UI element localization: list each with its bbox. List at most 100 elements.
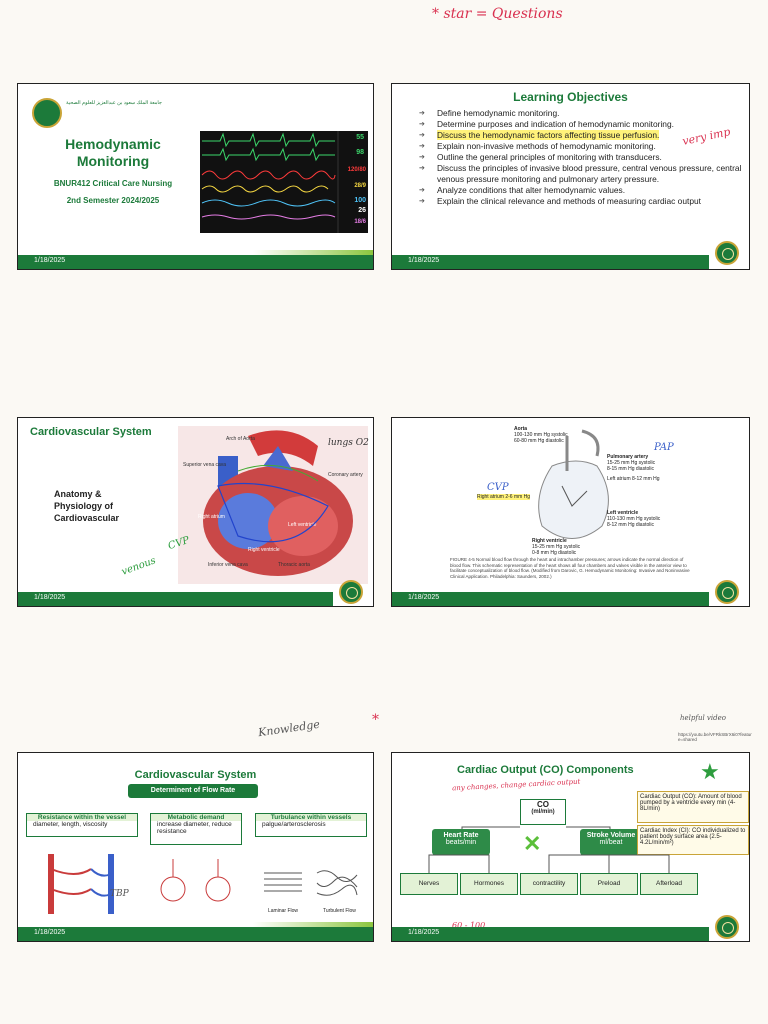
co-label: CO <box>537 800 549 809</box>
laminar-flow-label: Laminar Flow <box>268 908 299 914</box>
turbulent-flow-label: Turbulent Flow <box>323 908 356 914</box>
heart-anatomy-diagram: Arch of Aorta Superior vena cava Coronar… <box>178 426 368 584</box>
slide-footer: 1/18/2025 <box>18 592 333 606</box>
co-box: CO (ml/min) <box>520 799 566 825</box>
pulmonary-artery-label: Pulmonary artery 15-25 mm Hg systolic 8-… <box>607 454 656 472</box>
cvp-note: CVP <box>487 482 509 493</box>
monitor-value-pap: 28/9 <box>354 183 366 189</box>
monitor-waveforms <box>201 131 339 233</box>
svg-text:Right ventricle: Right ventricle <box>248 547 280 553</box>
university-name: جامعة الملك سعود بن عبدالعزيز للعلوم الص… <box>66 100 162 106</box>
svg-text:Coronary artery: Coronary artery <box>328 472 363 478</box>
objective-item: Define hemodynamic monitoring. <box>419 108 745 119</box>
factor-preload: Preload <box>580 873 638 895</box>
slide-title: Cardiovascular System <box>134 769 257 781</box>
slide-footer: 1/18/2025 <box>392 927 709 941</box>
slide-title: جامعة الملك سعود بن عبدالعزيز للعلوم الص… <box>17 83 374 270</box>
figure-caption: FIGURE 4-5 Normal blood flow through the… <box>450 557 690 579</box>
slide-date: 1/18/2025 <box>408 929 440 936</box>
factor-hormones: Hormones <box>460 873 518 895</box>
slide-heart-pressures: Aorta 100-130 mm Hg systolic 60-80 mm Hg… <box>391 417 750 607</box>
semester: 2nd Semester 2024/2025 <box>66 196 160 205</box>
slide-date: 1/18/2025 <box>408 594 440 601</box>
slide-date: 1/18/2025 <box>34 594 66 601</box>
mid-star-note: * <box>372 712 379 728</box>
stroke-volume-box: Stroke Volume ml/beat <box>580 829 642 855</box>
course-name: BNUR412 Critical Care Nursing <box>53 179 173 188</box>
resistance-column: Resistance within the vessel diameter, l… <box>26 813 138 837</box>
slide-footer: 1/18/2025 <box>18 250 373 269</box>
svg-text:Superior vena cava: Superior vena cava <box>183 462 226 468</box>
metabolic-column: Metabolic demand increase diameter, redu… <box>150 813 242 845</box>
slide-cardiovascular-anatomy: Cardiovascular System Anatomy & Physiolo… <box>17 417 374 607</box>
slide-flow-rate: Cardiovascular System Determinent of Flo… <box>17 752 374 942</box>
monitor-value-etco2: 26 <box>358 207 366 214</box>
hr-values-note: 60 - 100 <box>452 921 486 930</box>
knowledge-note: Knowledge <box>257 717 321 740</box>
university-logo <box>32 98 62 128</box>
monitor-value-hr: 55 <box>356 134 364 141</box>
monitor-value-abp: 120/80 <box>347 167 366 173</box>
objective-highlight: Discuss the hemodynamic factors affectin… <box>437 130 660 140</box>
university-seal <box>715 241 739 265</box>
university-seal <box>715 580 739 604</box>
column-item: increase diameter, reduce resistance <box>157 821 232 835</box>
slide-title-line2: Monitoring <box>76 153 150 169</box>
slide-date: 1/18/2025 <box>408 257 440 264</box>
monitor-value-cvp: 18/6 <box>354 219 366 225</box>
factor-afterload: Afterload <box>640 873 698 895</box>
monitor-value-spo2: 98 <box>356 149 364 156</box>
monitor-value-spo2-2: 100 <box>354 197 366 204</box>
svg-text:Right atrium: Right atrium <box>198 514 225 520</box>
aorta-label: Aorta 100-130 mm Hg systolic 60-80 mm Hg… <box>514 426 568 444</box>
connector-lines <box>428 826 670 873</box>
objective-item: Explain the clinical relevance and metho… <box>419 196 745 207</box>
star-questions-note: * star = Questions <box>432 6 563 22</box>
slide-learning-objectives: Learning Objectives Define hemodynamic m… <box>391 83 750 270</box>
slide-title: Cardiac Output (CO) Components <box>457 764 634 776</box>
co-unit: (ml/min) <box>531 809 555 815</box>
def-cardiac-output: Cardiac Output (CO): Amount of blood pum… <box>637 791 749 823</box>
venous-note: venous <box>120 555 158 578</box>
lungs-note: lungs O2 <box>328 438 369 448</box>
right-atrium-label: Right atrium 2-6 mm Hg <box>477 494 531 500</box>
column-heading: Metabolic demand <box>151 814 241 821</box>
def-cardiac-index: Cardiac Index (CI): CO individualized to… <box>637 825 749 855</box>
university-seal <box>715 915 739 939</box>
svg-text:Thoracic aorta: Thoracic aorta <box>278 562 310 568</box>
objectives-list: Define hemodynamic monitoring. Determine… <box>419 108 745 207</box>
objective-item: Outline the general principles of monito… <box>419 152 745 163</box>
slide-footer: 1/18/2025 <box>18 922 373 941</box>
right-ventricle-label: Right ventricle 15-25 mm Hg systolic 0-8… <box>532 538 581 556</box>
flow-diagram <box>264 870 358 896</box>
vital-signs-monitor: 55 98 120/80 28/9 100 26 18/6 <box>200 131 368 233</box>
slide-date: 1/18/2025 <box>34 257 66 264</box>
svg-text:Inferior vena cava: Inferior vena cava <box>208 562 248 568</box>
objective-item: Determine purposes and indication of hem… <box>419 119 745 130</box>
metabolic-diagram <box>160 859 231 902</box>
slide-cardiac-output: Cardiac Output (CO) Components any chang… <box>391 752 750 942</box>
slide-footer: 1/18/2025 <box>392 592 709 606</box>
left-ventricle-label: Left ventricle 110-130 mm Hg systolic 8-… <box>607 510 661 528</box>
tbp-note: TBP <box>110 889 129 899</box>
pap-note: PAP <box>654 442 674 453</box>
column-item: palgue/arterosclerosis <box>262 821 326 828</box>
column-heading: Turbulance within vessels <box>256 814 366 821</box>
slide-title: Cardiovascular System <box>30 426 152 438</box>
svg-text:Left ventricle: Left ventricle <box>288 522 317 528</box>
column-item: diameter, length, viscosity <box>33 821 108 828</box>
multiply-icon: ✕ <box>523 831 542 856</box>
objective-item: Discuss the hemodynamic factors affectin… <box>419 130 745 141</box>
flow-rate-banner: Determinent of Flow Rate <box>128 784 258 798</box>
factor-contractility: contractility <box>520 873 578 895</box>
slide-date: 1/18/2025 <box>34 929 66 936</box>
university-seal <box>339 580 363 604</box>
slide-footer: 1/18/2025 <box>392 255 709 269</box>
changes-note: any changes, change cardiac output <box>451 777 581 793</box>
turbulance-column: Turbulance within vessels palgue/arteros… <box>255 813 367 837</box>
heart-pressure-diagram <box>472 426 672 556</box>
video-link[interactable]: https://youtu.be/VFRkSBrX6i0?feature=sha… <box>678 732 752 742</box>
svg-text:Arch of Aorta: Arch of Aorta <box>226 436 255 442</box>
factor-nerves: Nerves <box>400 873 458 895</box>
star-icon: ★ <box>700 759 720 784</box>
